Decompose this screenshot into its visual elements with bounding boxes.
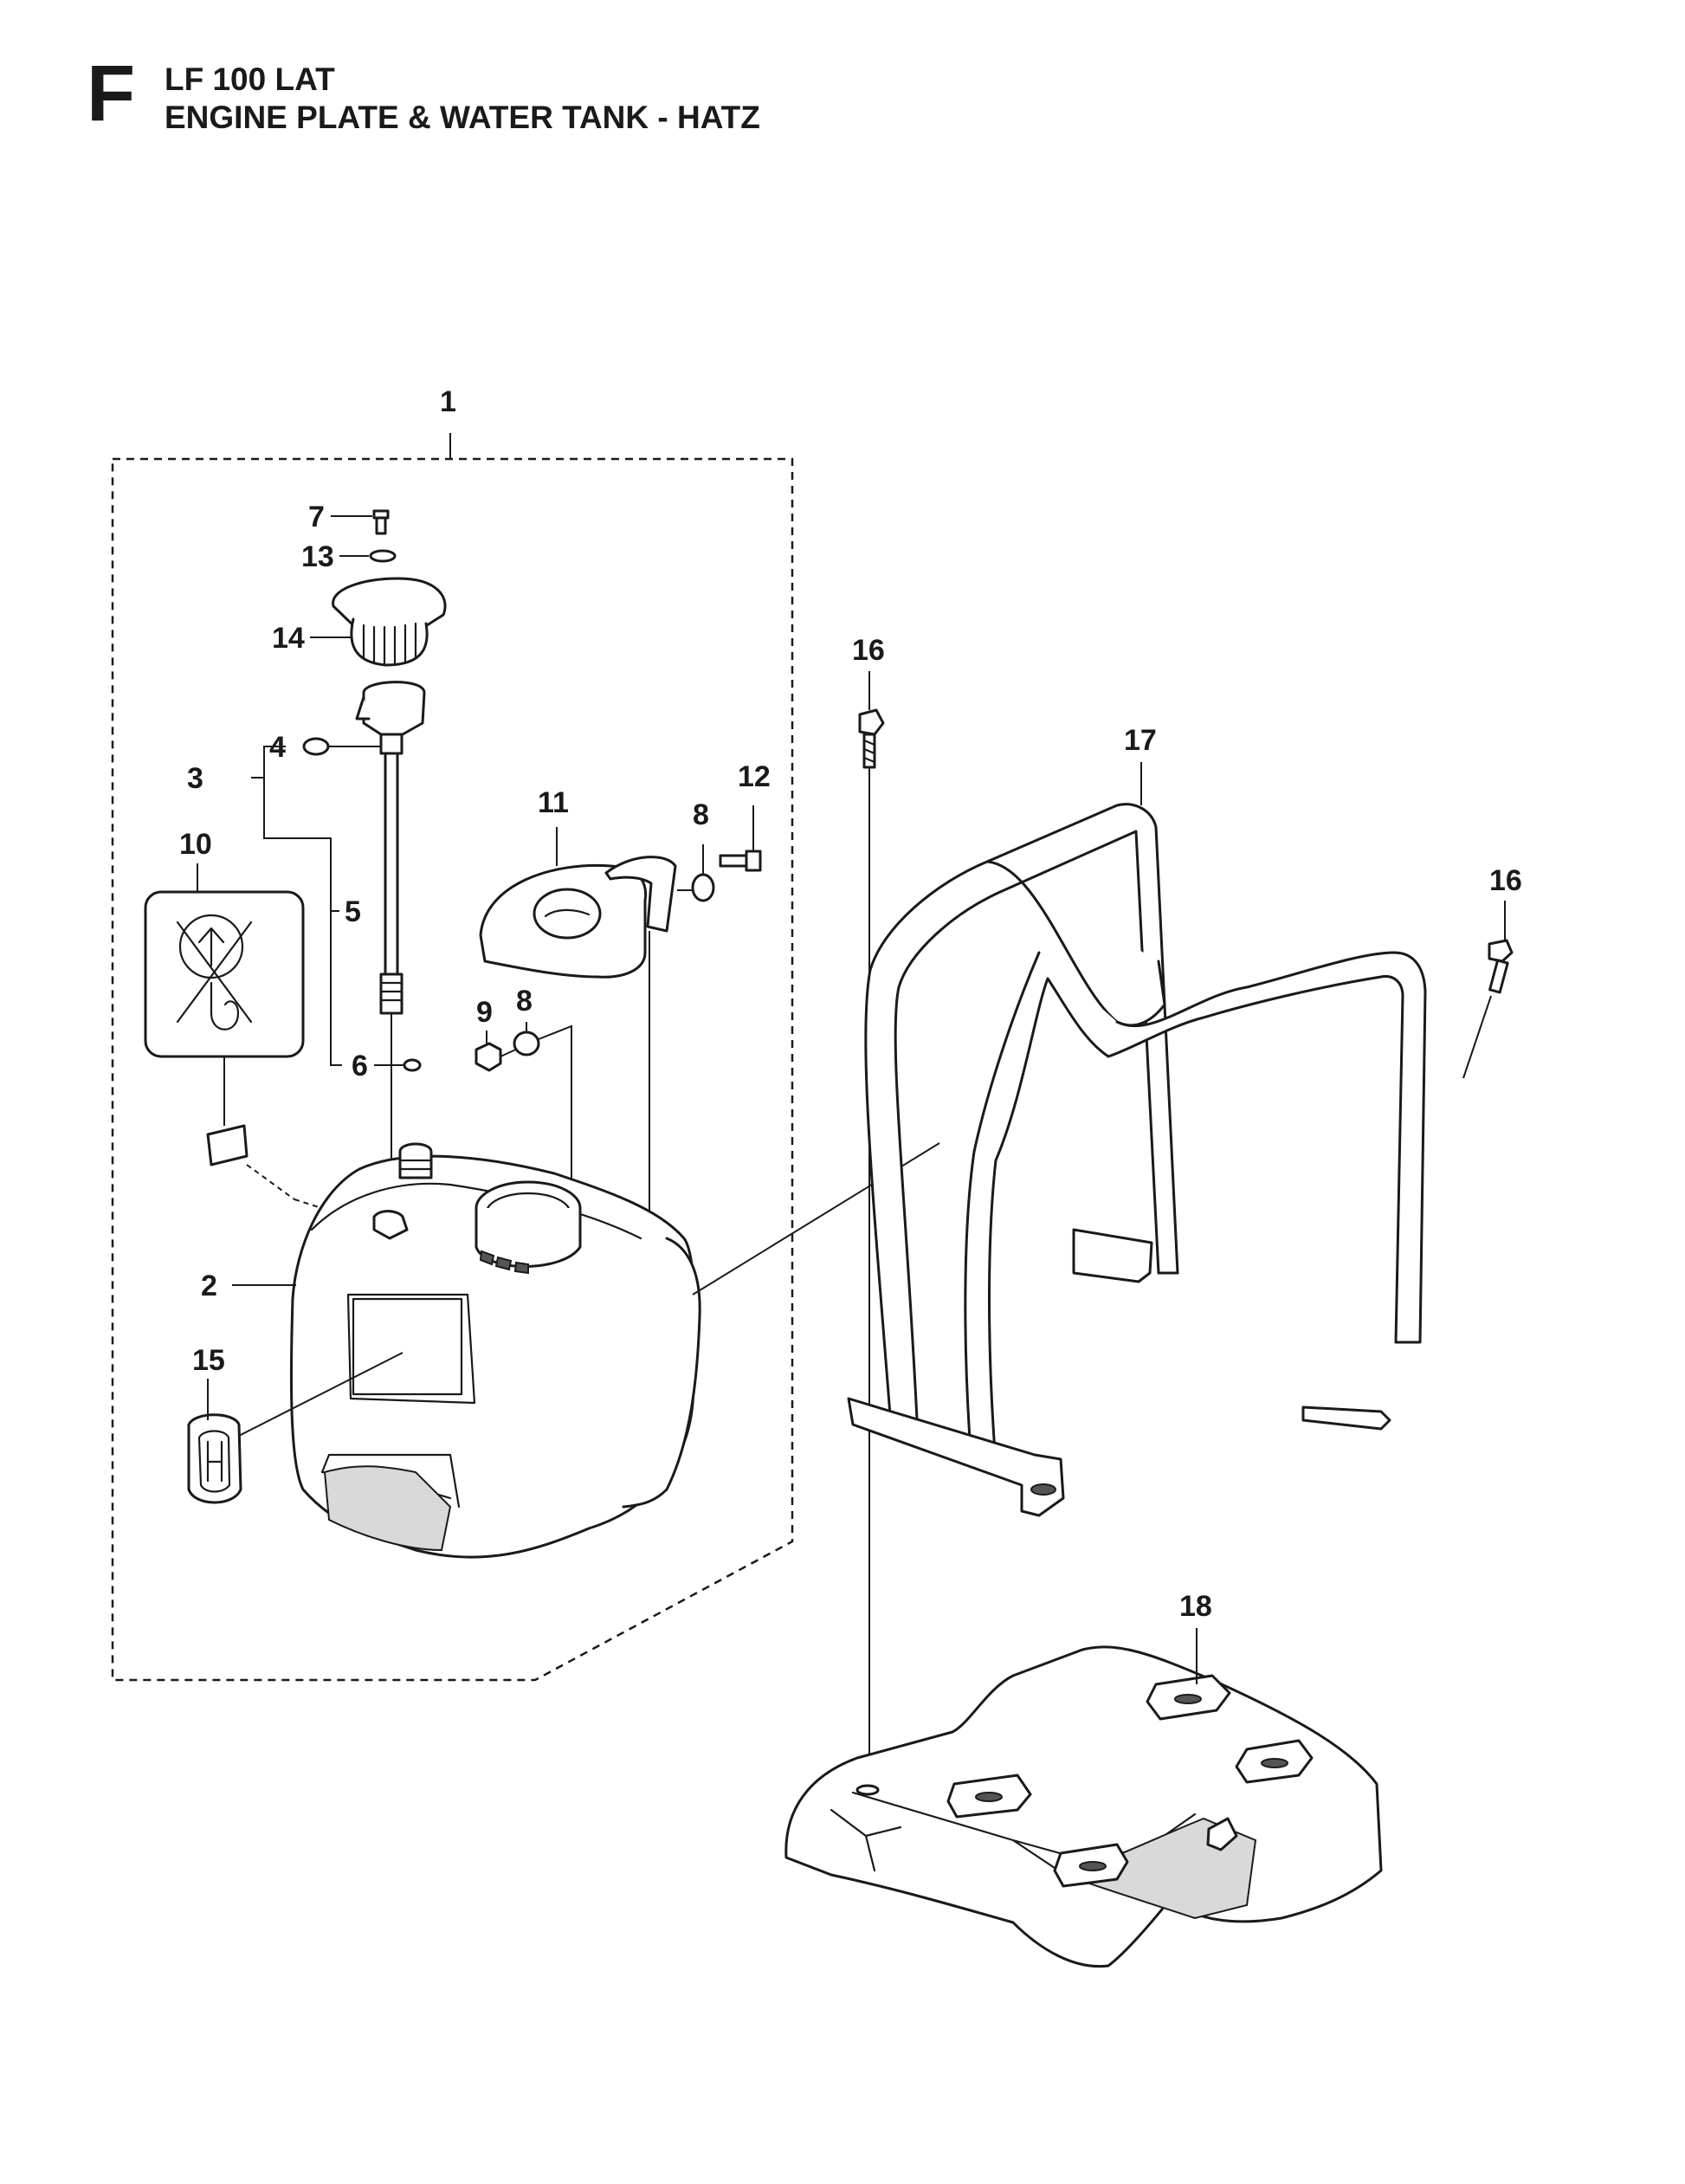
bolt-part-12 bbox=[719, 850, 762, 872]
decal-swatch bbox=[206, 1124, 249, 1166]
callout-18: 18 bbox=[1179, 1590, 1212, 1623]
screw-part-7 bbox=[372, 509, 390, 535]
cap-part-14 bbox=[332, 577, 447, 667]
callout-5: 5 bbox=[345, 895, 361, 928]
kit-boundary bbox=[111, 457, 794, 1682]
filler-lid-part-11 bbox=[479, 856, 677, 979]
callout-4: 4 bbox=[269, 731, 286, 764]
callout-12: 12 bbox=[738, 760, 771, 793]
bolt-part-16-right bbox=[1488, 939, 1514, 994]
callout-16-center: 16 bbox=[852, 634, 885, 667]
model-name: LF 100 LAT bbox=[165, 61, 335, 97]
callout-16-right: 16 bbox=[1489, 864, 1522, 897]
warning-decal-part-10 bbox=[144, 890, 305, 1058]
section-letter: F bbox=[87, 49, 136, 138]
callout-9: 9 bbox=[476, 996, 493, 1029]
callout-6: 6 bbox=[352, 1050, 368, 1082]
callout-17: 17 bbox=[1124, 724, 1157, 757]
oring-part-4 bbox=[302, 737, 330, 756]
nut-part-9 bbox=[475, 1042, 502, 1072]
callout-8-lower: 8 bbox=[516, 985, 533, 1018]
callout-11: 11 bbox=[538, 786, 569, 819]
oring-part-6 bbox=[403, 1058, 422, 1072]
engine-plate-part-18 bbox=[784, 1645, 1383, 1968]
washer-part-13 bbox=[369, 549, 397, 563]
callout-13: 13 bbox=[301, 540, 334, 573]
page-title: LF 100 LAT ENGINE PLATE & WATER TANK - H… bbox=[165, 61, 760, 137]
frame-part-17 bbox=[847, 803, 1427, 1517]
callout-10: 10 bbox=[179, 828, 212, 861]
callout-2: 2 bbox=[201, 1270, 217, 1302]
section-title: ENGINE PLATE & WATER TANK - HATZ bbox=[165, 100, 760, 135]
badge-part-15 bbox=[187, 1413, 242, 1504]
callout-14: 14 bbox=[272, 622, 305, 655]
washer-part-8-lower bbox=[513, 1031, 540, 1056]
washer-part-8 bbox=[691, 873, 715, 902]
dipstick-part-5 bbox=[355, 681, 426, 1015]
callout-15: 15 bbox=[192, 1344, 225, 1377]
callout-7: 7 bbox=[308, 501, 325, 533]
callout-1: 1 bbox=[440, 385, 456, 418]
callout-3: 3 bbox=[187, 762, 203, 795]
water-tank-part-2 bbox=[289, 1142, 701, 1559]
callout-8: 8 bbox=[693, 798, 709, 831]
bolt-part-16-center bbox=[858, 708, 885, 769]
